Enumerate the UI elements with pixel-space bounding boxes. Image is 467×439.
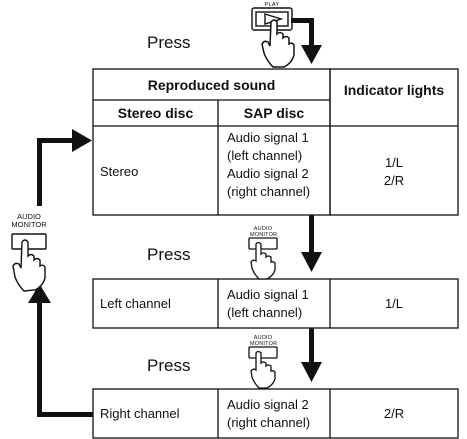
press-label-play: Press: [147, 33, 191, 52]
indicator-line: 1/L: [384, 296, 404, 311]
indicator-line: 2/R: [383, 406, 405, 421]
indicator-line: 1/L: [384, 155, 404, 170]
press-label-step1: Press: [147, 245, 191, 264]
loop-arrow: [28, 129, 93, 417]
pressing-hand-icon: [261, 19, 295, 68]
sap-line: Audio signal 1: [227, 287, 309, 302]
audio-monitor-label-step2: AUDIO MONITOR: [250, 335, 278, 347]
side-audio-monitor-button: [11, 233, 47, 292]
row-right-sap-value: Audio signal 2 (right channel): [227, 396, 327, 432]
sap-line: (left channel): [227, 148, 303, 163]
arrow-step2: [301, 328, 322, 382]
play-button-label: PLAY: [264, 2, 280, 8]
header-sap-disc: SAP disc: [243, 105, 305, 121]
header-reproduced-sound: Reproduced sound: [147, 77, 276, 93]
sap-line: (left channel): [227, 305, 303, 320]
play-button-drawing: [251, 7, 293, 31]
sap-line: Audio signal 2: [227, 166, 309, 181]
audio-monitor-label-step1: AUDIO MONITOR: [250, 226, 278, 238]
row-stereo-sap-value: Audio signal 1 (left channel) Audio sign…: [227, 129, 327, 201]
audio-monitor-button-step1: [248, 237, 278, 280]
row-stereo-indicator: 1/L 2/R: [330, 154, 458, 190]
audio-monitor-button-step2: [248, 346, 278, 389]
sap-line: (right channel): [227, 415, 311, 430]
table-grid: [92, 68, 459, 439]
row-left-indicator: 1/L: [330, 295, 458, 313]
header-stereo-disc: Stereo disc: [117, 105, 194, 121]
row-left-disc-value: Left channel: [100, 296, 171, 311]
indicator-line: 2/R: [383, 173, 405, 188]
side-label-line2: MONITOR: [11, 220, 47, 229]
row-right-indicator: 2/R: [330, 405, 458, 423]
sap-line: Audio signal 1: [227, 130, 309, 145]
press-label-step2: Press: [147, 356, 191, 375]
sap-line: (right channel): [227, 184, 311, 199]
side-label-line1: AUDIO: [17, 212, 41, 221]
header-indicator-lights: Indicator lights: [343, 82, 445, 98]
arrow-play-to-table: [291, 18, 322, 64]
row-stereo-disc-value: Stereo: [100, 164, 139, 179]
row-left-sap-value: Audio signal 1 (left channel): [227, 286, 327, 322]
sap-line: Audio signal 2: [227, 397, 309, 412]
row-right-disc-value: Right channel: [100, 406, 180, 421]
side-audio-monitor-label: AUDIO MONITOR: [4, 213, 54, 229]
arrow-step1: [301, 215, 322, 272]
